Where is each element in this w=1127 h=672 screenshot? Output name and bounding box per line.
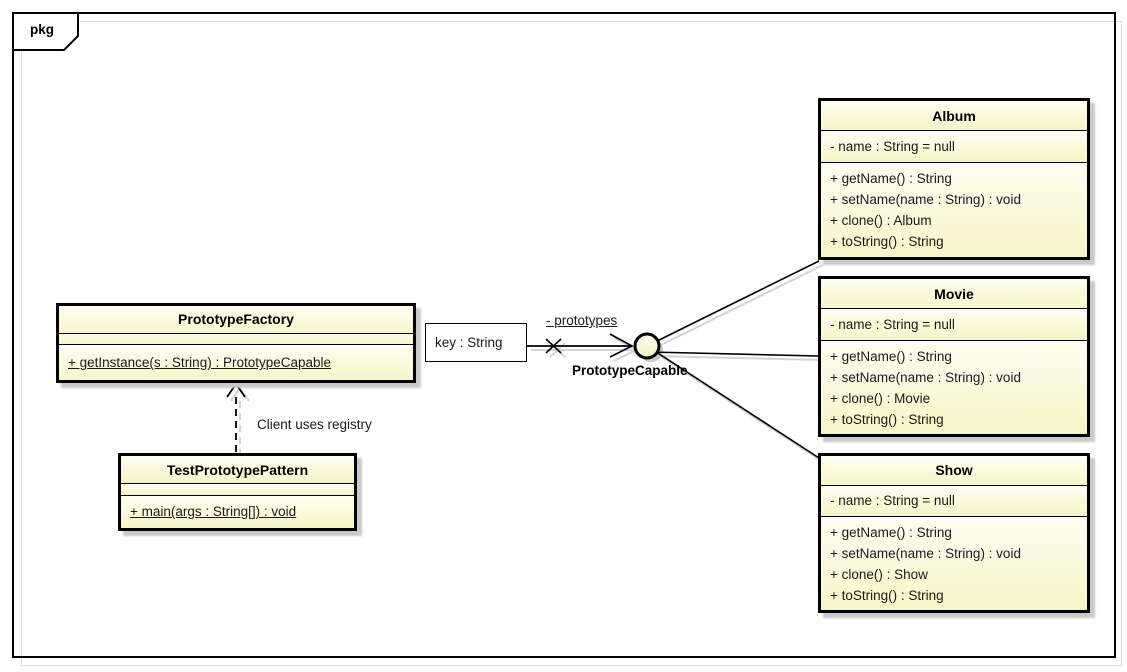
methods-compartment: + getInstance(s : String) : PrototypeCap…: [59, 345, 413, 380]
method: + clone() : Album: [830, 212, 932, 228]
methods-compartment: + getName() : String + setName(name : St…: [821, 517, 1087, 610]
attributes-compartment: [59, 333, 413, 345]
method: + clone() : Show: [830, 567, 928, 582]
methods-compartment: + getName() : String + setName(name : St…: [821, 340, 1087, 434]
association-role-label: - prototypes: [546, 313, 618, 328]
dependency-arrowhead-icon: [226, 382, 246, 398]
association-qualifier-box[interactable]: key : String: [425, 323, 527, 362]
dependency-note-label: Client uses registry: [257, 417, 372, 432]
method: + clone() : Movie: [830, 390, 931, 406]
link-interface-album[interactable]: [646, 260, 820, 347]
qualifier-label: key : String: [435, 335, 503, 350]
methods-compartment: + main(args : String[]) : void: [121, 495, 354, 528]
attribute: - name : String = null: [830, 138, 955, 154]
method: + getName() : String: [830, 170, 952, 186]
attributes-compartment: [121, 484, 354, 496]
attributes-compartment: - name : String = null: [821, 485, 1087, 517]
class-name: Album: [821, 101, 1087, 131]
method: + setName(name : String) : void: [830, 546, 1021, 561]
diagram-frame-shadow: [21, 21, 1122, 666]
attributes-compartment: - name : String = null: [821, 131, 1087, 163]
class-name: Movie: [821, 279, 1087, 309]
attributes-compartment: - name : String = null: [821, 309, 1087, 341]
method: + setName(name : String) : void: [830, 191, 1021, 207]
class-test-prototype-pattern[interactable]: TestPrototypePattern + main(args : Strin…: [118, 453, 357, 531]
method: + getName() : String: [830, 348, 952, 364]
method: + setName(name : String) : void: [830, 369, 1021, 385]
class-album[interactable]: Album - name : String = null + getName()…: [818, 98, 1090, 260]
interface-lollipop[interactable]: [633, 332, 661, 360]
attribute: - name : String = null: [830, 316, 955, 332]
method: + getName() : String: [830, 525, 952, 540]
interface-name-label: PrototypeCapable: [572, 363, 688, 378]
method: + toString() : String: [830, 233, 944, 249]
method: + toString() : String: [830, 411, 944, 427]
package-frame: [12, 12, 1116, 658]
class-prototype-factory[interactable]: PrototypeFactory + getInstance(s : Strin…: [56, 303, 416, 383]
method: + main(args : String[]) : void: [130, 504, 297, 520]
class-movie[interactable]: Movie - name : String = null + getName()…: [818, 276, 1090, 437]
methods-compartment: + getName() : String + setName(name : St…: [821, 162, 1087, 257]
method: + toString() : String: [830, 588, 944, 603]
class-show[interactable]: Show - name : String = null + getName() …: [818, 453, 1090, 613]
package-tab-label: pkg: [29, 22, 54, 37]
class-name: Show: [821, 456, 1087, 486]
class-name: TestPrototypePattern: [121, 456, 354, 484]
link-interface-movie[interactable]: [649, 351, 819, 357]
link-interface-show[interactable]: [646, 345, 820, 459]
class-name: PrototypeFactory: [59, 306, 413, 334]
package-tab: [12, 12, 79, 51]
non-navigable-x-marker: [545, 338, 562, 354]
method: + getInstance(s : String) : PrototypeCap…: [68, 355, 332, 370]
open-arrowhead-icon: [609, 333, 634, 358]
attribute: - name : String = null: [830, 493, 955, 509]
